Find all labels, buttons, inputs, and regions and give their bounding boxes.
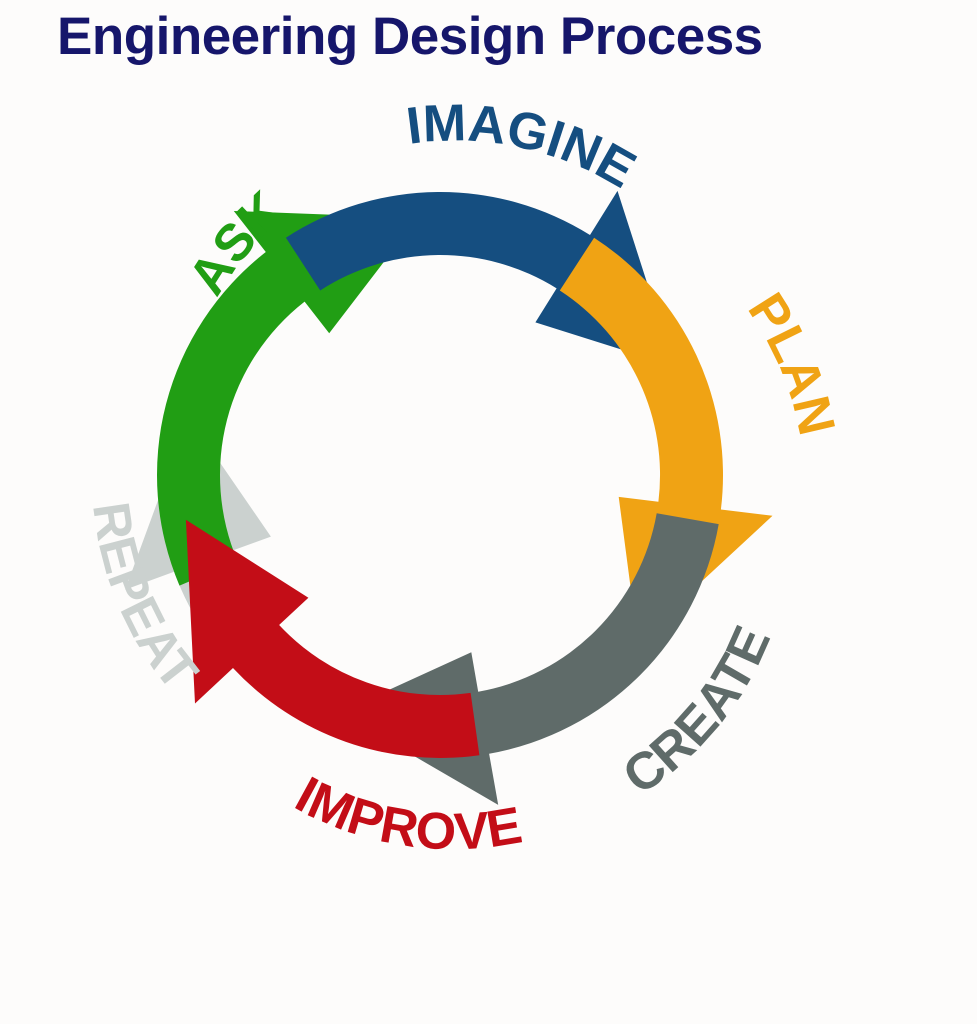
step-label-plan: PLAN — [737, 283, 846, 440]
page-title: Engineering Design Process — [57, 7, 763, 66]
arrow-ask — [157, 211, 418, 586]
arrow-plan — [559, 237, 773, 641]
arrow-improve — [185, 519, 480, 758]
arrow-imagine — [285, 190, 674, 366]
step-label-imagine: IMAGINE — [403, 94, 645, 199]
